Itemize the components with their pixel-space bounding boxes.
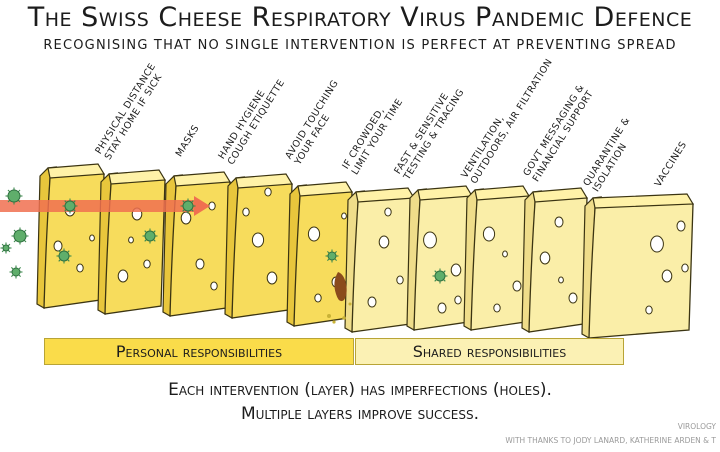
cheese-hole [264, 187, 272, 197]
cheese-hole [128, 236, 134, 244]
cheese-hole [89, 234, 95, 242]
virus-particle-icon [62, 198, 78, 214]
footer-line-1: Each intervention (layer) has imperfecti… [168, 380, 552, 400]
cheese-hole [396, 275, 404, 285]
cheese-hole [650, 235, 664, 253]
cheese-hole [681, 263, 689, 273]
cheese-layer-7 [406, 185, 474, 332]
cheese-hole [251, 232, 265, 248]
cheese-hole [53, 240, 63, 252]
cheese-layer-1 [36, 163, 106, 310]
virus-particle-icon [432, 268, 448, 284]
credit-thanks: WITH THANKS TO JODY LANARD, KATHERINE AR… [505, 436, 716, 445]
cheese-hole [493, 303, 501, 313]
cheese-hole [437, 302, 447, 314]
cheese-hole [512, 280, 522, 292]
cheese-hole [676, 220, 686, 232]
cheese-layer-8 [463, 185, 531, 332]
cheese-hole [367, 296, 377, 308]
shared-responsibilities-band: Shared responsibilities [355, 338, 624, 365]
cheese-hole [378, 235, 390, 249]
page-title: The Swiss Cheese Respiratory Virus Pande… [27, 2, 693, 33]
cheese-hole [661, 269, 673, 283]
personal-responsibilities-band: Personal responsibilities [44, 338, 354, 365]
cheese-hole [76, 263, 84, 273]
virus-particle-icon [11, 227, 29, 245]
cheese-hole [143, 259, 151, 269]
cheese-hole [450, 263, 462, 277]
cheese-hole [482, 226, 496, 242]
virus-arrow [0, 196, 210, 216]
virus-particle-icon [56, 248, 72, 264]
credit-brand: VIROLOGY [677, 422, 716, 431]
cheese-hole [314, 293, 322, 303]
virus-particle-icon [5, 187, 23, 205]
cheese-layer-2 [97, 169, 167, 316]
virus-particle-icon [142, 228, 158, 244]
cheese-hole [502, 250, 508, 258]
cheese-hole [195, 258, 205, 270]
cheese-hole [117, 269, 129, 283]
footer-line-2: Multiple layers improve success. [240, 404, 480, 424]
virus-particle-icon [9, 265, 23, 279]
cheese-hole [568, 292, 578, 304]
cheese-layer-4 [224, 173, 294, 320]
cheese-hole [384, 207, 392, 217]
page-subtitle: RECOGNISING THAT NO SINGLE INTERVENTION … [43, 38, 677, 53]
cheese-hole [210, 281, 218, 291]
cheese-layer-9 [521, 187, 589, 334]
cheese-layer-3 [162, 171, 232, 318]
virus-particle-icon [0, 242, 12, 254]
cheese-layer-6 [344, 187, 416, 334]
cheese-hole [554, 216, 564, 228]
cheese-hole [242, 207, 250, 217]
virus-particle-icon [180, 198, 196, 214]
cheese-hole [180, 211, 192, 225]
cheese-hole [558, 276, 564, 284]
virus-blocked-blob [327, 272, 352, 324]
cheese-layer-5 [286, 181, 354, 328]
cheese-hole [645, 305, 653, 315]
cheese-hole [454, 295, 462, 305]
cheese-layer-10 [581, 193, 695, 340]
cheese-hole [341, 212, 347, 220]
cheese-hole [266, 271, 278, 285]
cheese-hole [307, 226, 321, 242]
cheese-hole [539, 251, 551, 265]
cheese-hole [423, 231, 437, 249]
virus-particle-icon [325, 249, 339, 263]
